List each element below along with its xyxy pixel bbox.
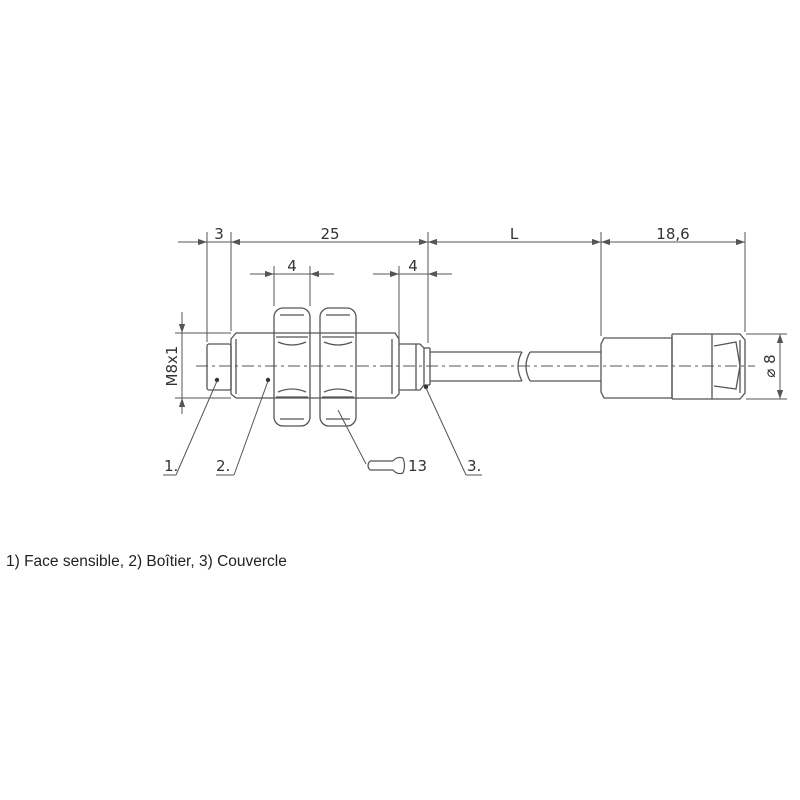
sensing-face <box>206 343 232 391</box>
dim-cable-length: L <box>510 225 519 243</box>
wrench-icon <box>367 456 406 475</box>
dim-wrench-size: 13 <box>408 457 427 475</box>
dim-face-length: 3 <box>214 225 224 243</box>
dot-housing <box>265 377 271 383</box>
dim-connector-diameter: ⌀ 8 <box>761 354 779 377</box>
callout-3: 3. <box>467 457 481 475</box>
cover <box>399 343 425 391</box>
callout-1: 1. <box>164 457 178 475</box>
callout-2: 2. <box>216 457 230 475</box>
sensor-drawing <box>196 307 755 427</box>
dim-nut-width-2: 4 <box>408 257 418 275</box>
nut-2 <box>319 307 357 427</box>
dim-connector-length: 18,6 <box>656 225 689 243</box>
dot-cover <box>423 384 429 390</box>
extension-lines <box>175 232 787 400</box>
dim-nut-width-1: 4 <box>287 257 297 275</box>
housing <box>230 332 400 399</box>
dim-thread: M8x1 <box>163 346 181 387</box>
dimension-lines <box>178 238 784 414</box>
legend-caption: 1) Face sensible, 2) Boîtier, 3) Couverc… <box>6 553 287 570</box>
dim-housing-length: 25 <box>320 225 339 243</box>
leader-lines <box>163 380 482 476</box>
dot-face <box>214 377 220 383</box>
nut-1 <box>273 307 311 427</box>
